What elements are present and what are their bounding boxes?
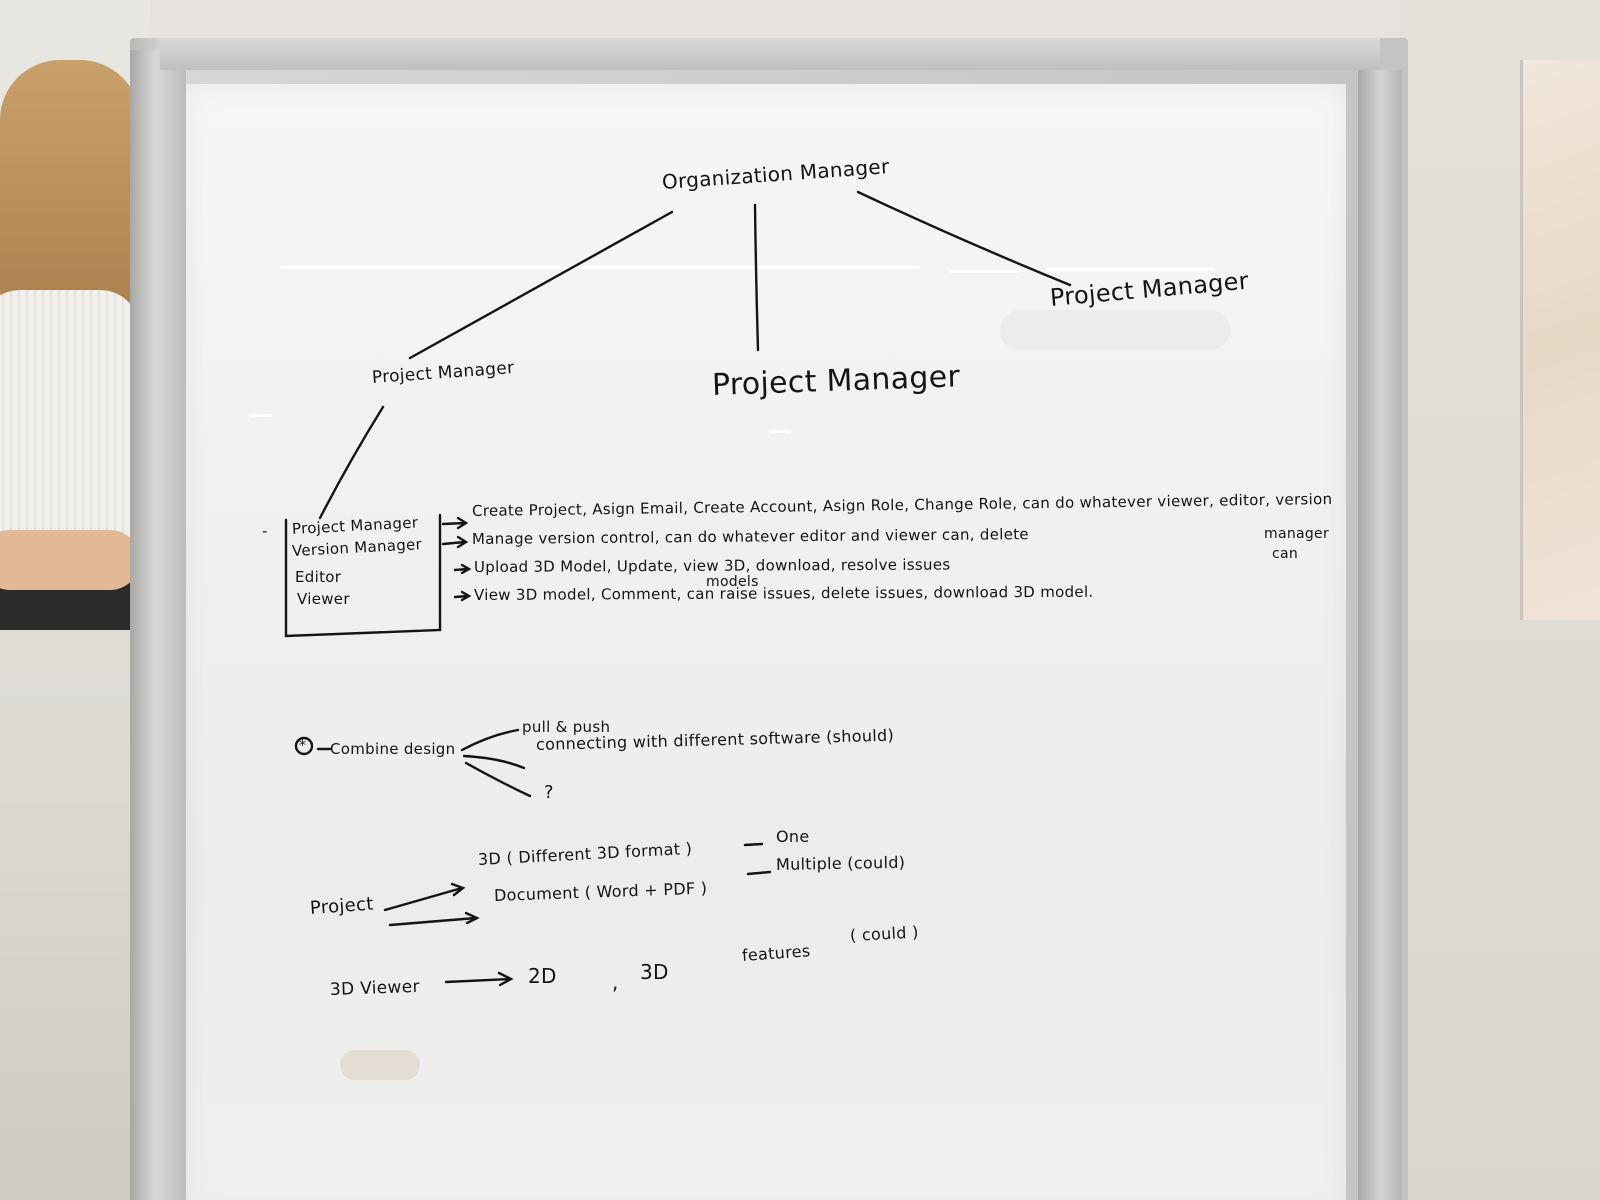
desc-viewer: View 3D model, Comment, can raise issues… bbox=[473, 582, 1094, 604]
project-branch-3d-count: One bbox=[776, 827, 810, 846]
erased-smudge bbox=[1000, 310, 1230, 350]
light-reflection bbox=[1045, 268, 1215, 271]
desc-project-manager-cont1: manager bbox=[1264, 526, 1330, 542]
roles-dash: - bbox=[262, 522, 268, 540]
background-poster bbox=[1520, 60, 1600, 620]
light-reflection bbox=[280, 266, 920, 269]
light-reflection bbox=[250, 414, 272, 417]
person-arm bbox=[0, 530, 140, 590]
light-reflection bbox=[950, 270, 1020, 273]
viewer3d-output-3d: 3D bbox=[640, 960, 669, 984]
whiteboard-top-rail bbox=[160, 38, 1380, 70]
viewer3d-separator: , bbox=[612, 970, 619, 994]
combine-star-marker: * bbox=[299, 738, 307, 754]
role-viewer: Viewer bbox=[297, 590, 350, 608]
background-person bbox=[0, 60, 150, 590]
light-reflection bbox=[770, 430, 790, 433]
project-label: Project bbox=[309, 893, 375, 919]
whiteboard-right-rail bbox=[1358, 70, 1402, 1200]
project-branch-document-count: Multiple (could) bbox=[775, 852, 906, 874]
desc-viewer-insert: models bbox=[706, 574, 759, 590]
whiteboard-surface bbox=[186, 84, 1346, 1200]
combine-branch-pull-push: pull & push bbox=[522, 718, 611, 736]
whiteboard-left-rail bbox=[130, 50, 186, 1200]
viewer3d-output-2d: 2D bbox=[528, 964, 557, 988]
viewer3d-label: 3D Viewer bbox=[329, 976, 421, 1000]
desc-editor: Upload 3D Model, Update, view 3D, downlo… bbox=[473, 555, 951, 576]
combine-branch-question: ? bbox=[544, 782, 554, 803]
viewer3d-priority: ( could ) bbox=[849, 922, 920, 945]
desc-project-manager-cont2: can bbox=[1272, 546, 1299, 562]
person-hair bbox=[0, 60, 140, 320]
person-shirt bbox=[0, 290, 140, 540]
role-editor: Editor bbox=[295, 568, 342, 586]
erased-smudge bbox=[340, 1050, 420, 1080]
combine-label: Combine design bbox=[330, 740, 456, 758]
